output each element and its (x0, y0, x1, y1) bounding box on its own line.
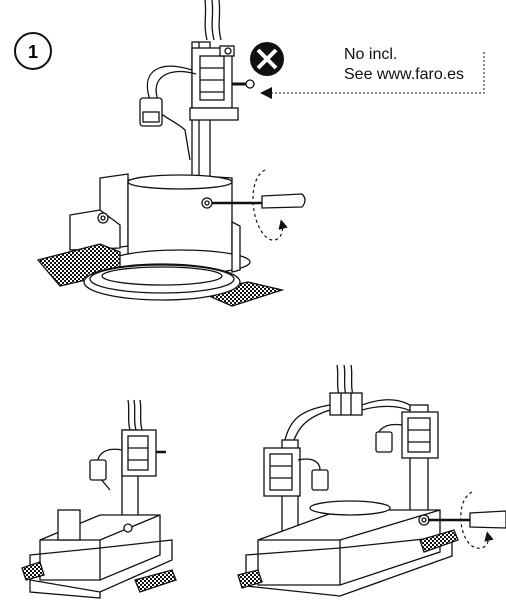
rotation-arrow-icon (252, 169, 288, 241)
top-fixture-illustration (36, 0, 285, 307)
rotation-arrow-icon (460, 491, 494, 549)
screw-icon (232, 79, 255, 89)
screwdriver-icon (428, 510, 506, 529)
not-included-x-icon (250, 42, 284, 76)
bottom-left-fixture-illustration (21, 399, 177, 599)
step-badge: 1 (14, 32, 52, 70)
note-leader-line (260, 52, 485, 99)
step-number: 1 (28, 42, 38, 62)
not-included-note-line1: No incl. (344, 46, 398, 63)
bottom-right-fixture-illustration (237, 364, 459, 597)
not-included-note-line2: See www.faro.es (344, 66, 465, 83)
